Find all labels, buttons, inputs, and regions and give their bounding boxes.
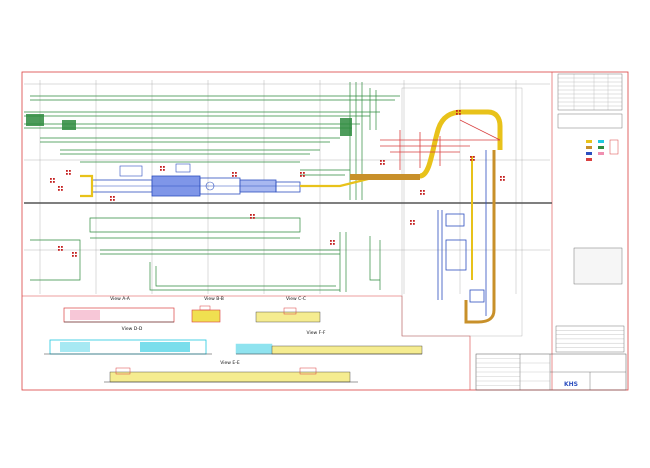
section-views: View A-A View B-B View C-C View D-D Vie [44, 296, 423, 383]
view-c-label: View C-C [286, 296, 306, 302]
color-legend [586, 139, 619, 161]
view-b-label: View B-B [204, 296, 224, 302]
sheet-border [21, 71, 629, 391]
packaging-line [437, 150, 487, 316]
view-a-label: View A-A [110, 296, 131, 302]
section-a: View A-A [63, 296, 175, 323]
hatched-zone-1 [26, 114, 44, 126]
section-c: View C-C [255, 296, 321, 323]
view-d-label: View D-D [122, 326, 143, 332]
conveyor-network-green [24, 82, 400, 292]
accumulation-table [350, 174, 420, 180]
section-f: View F-F [235, 330, 423, 355]
company-logo: KHS [564, 381, 578, 388]
section-e: View E-E [104, 360, 358, 383]
view-f-label: View F-F [307, 330, 326, 336]
view-e-label: View E-E [220, 360, 240, 366]
red-piping [380, 119, 501, 170]
hatched-zone-2 [62, 120, 76, 130]
filling-line-equipment [91, 163, 301, 197]
position-markers [50, 110, 505, 257]
info-column [555, 73, 625, 353]
hatched-zone-3 [340, 118, 352, 136]
key-plan-box [573, 247, 623, 285]
symbol-table [557, 113, 623, 129]
title-block: KHS [475, 353, 627, 391]
legend-table [557, 73, 623, 111]
section-d: View D-D [44, 326, 212, 355]
section-b: View B-B [191, 296, 224, 323]
conveyor-yellow [80, 109, 503, 324]
